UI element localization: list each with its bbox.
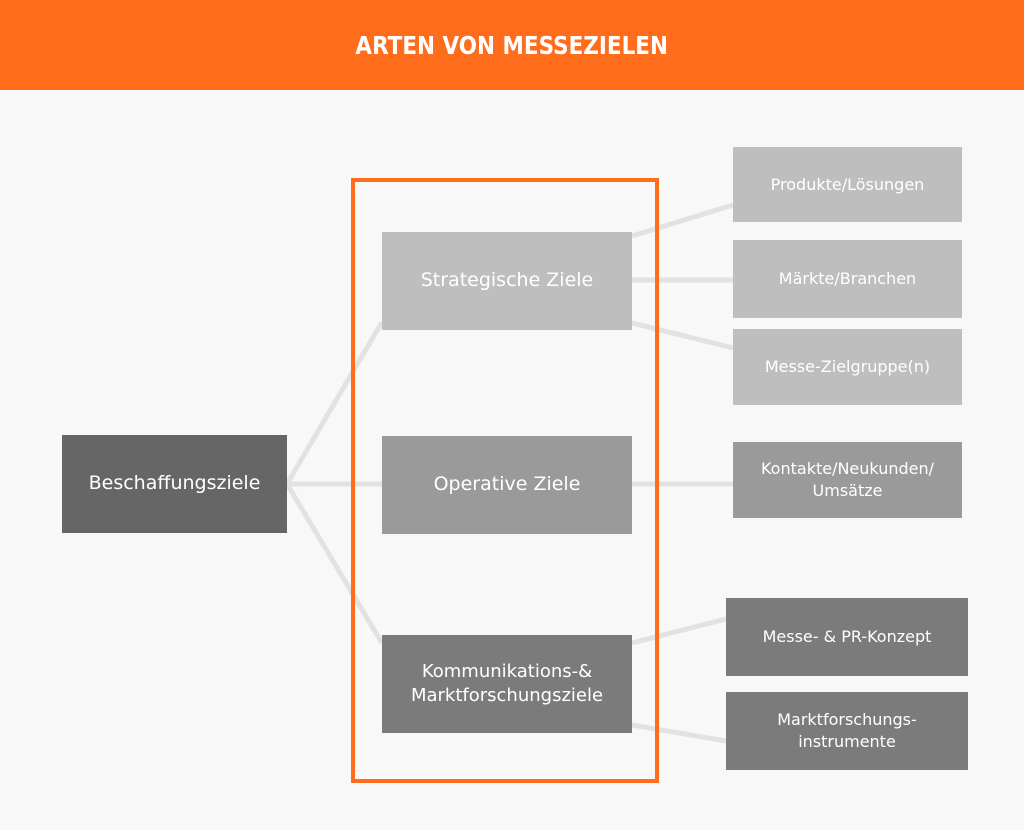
- page-title: ARTEN VON MESSEZIELEN: [355, 30, 669, 60]
- goal-label: Marktforschungs- instrumente: [777, 710, 917, 751]
- category-label: Operative Ziele: [433, 473, 581, 496]
- category-node-strategische-ziele: Strategische Ziele: [382, 232, 632, 330]
- goal-node-produkte-loesungen: Produkte/Lösungen: [733, 147, 962, 222]
- goal-node-maerkte-branchen: Märkte/Branchen: [733, 240, 962, 318]
- category-label: Kommunikations-& Marktforschungsziele: [410, 660, 604, 706]
- root-label: Beschaffungsziele: [88, 472, 261, 495]
- category-label: Strategische Ziele: [420, 269, 594, 292]
- category-node-operative-ziele: Operative Ziele: [382, 436, 632, 534]
- goal-label: Messe- & PR-Konzept: [762, 627, 932, 647]
- root-node-beschaffungsziele: Beschaffungsziele: [62, 435, 287, 533]
- goal-label: Kontakte/Neukunden/ Umsätze: [760, 459, 934, 500]
- goal-node-kontakte-neukunden-umsaetze: Kontakte/Neukunden/ Umsätze: [733, 442, 962, 518]
- goal-node-messe-zielgruppen: Messe-Zielgruppe(n): [733, 329, 962, 405]
- goal-node-marktforschungsinstrumente: Marktforschungs- instrumente: [726, 692, 968, 770]
- category-highlight-frame: [351, 178, 659, 783]
- goal-node-messe-pr-konzept: Messe- & PR-Konzept: [726, 598, 968, 676]
- category-node-kommunikations-marktforschungsziele: Kommunikations-& Marktforschungsziele: [382, 635, 632, 733]
- goal-label: Produkte/Lösungen: [770, 174, 925, 194]
- title-banner: ARTEN VON MESSEZIELEN: [0, 0, 1024, 90]
- goal-label: Messe-Zielgruppe(n): [764, 357, 931, 377]
- goal-label: Märkte/Branchen: [778, 269, 917, 289]
